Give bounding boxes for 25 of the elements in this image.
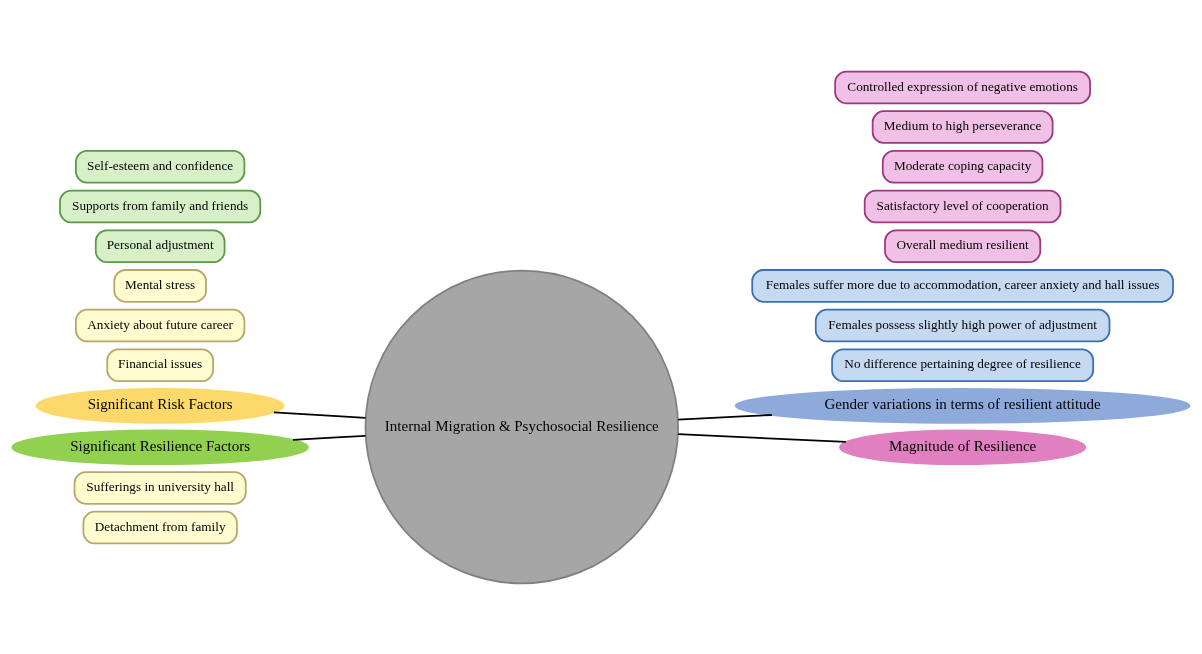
node-box: No difference pertaining degree of resilience xyxy=(831,348,1095,382)
node-box: Satisfactory level of cooperation xyxy=(863,189,1062,223)
node-circle: Internal Migration & Psychosocial Resilience xyxy=(364,269,679,584)
connector xyxy=(273,411,367,419)
node-ellipse: Significant Resilience Factors xyxy=(11,429,309,465)
node-box: Moderate coping capacity xyxy=(881,149,1044,184)
node-box: Overall medium resilient xyxy=(884,228,1042,263)
node-box: Anxiety about future career xyxy=(75,308,246,342)
connector xyxy=(677,413,773,420)
connector xyxy=(677,432,847,443)
node-box: Medium to high perseverance xyxy=(871,109,1054,144)
node-box: Supports from family and friends xyxy=(59,189,262,223)
node-box: Controlled expression of negative emotions xyxy=(834,70,1091,104)
node-box: Financial issues xyxy=(106,348,214,382)
node-box: Self-esteem and confidence xyxy=(75,149,246,184)
node-box: Mental stress xyxy=(113,268,207,303)
node-box: Females possess slightly high power of adjustment xyxy=(814,308,1111,342)
node-box: Females suffer more due to accommodation, career anxiety and hall issues xyxy=(751,268,1174,303)
node-ellipse: Magnitude of Resilience xyxy=(839,429,1087,465)
node-box: Sufferings in university hall xyxy=(73,470,247,505)
node-ellipse: Significant Risk Factors xyxy=(35,387,285,424)
connector xyxy=(292,434,367,441)
node-box: Detachment from family xyxy=(82,510,238,544)
node-box: Personal adjustment xyxy=(94,228,226,263)
node-ellipse: Gender variations in terms of resilient attitude xyxy=(734,387,1191,424)
